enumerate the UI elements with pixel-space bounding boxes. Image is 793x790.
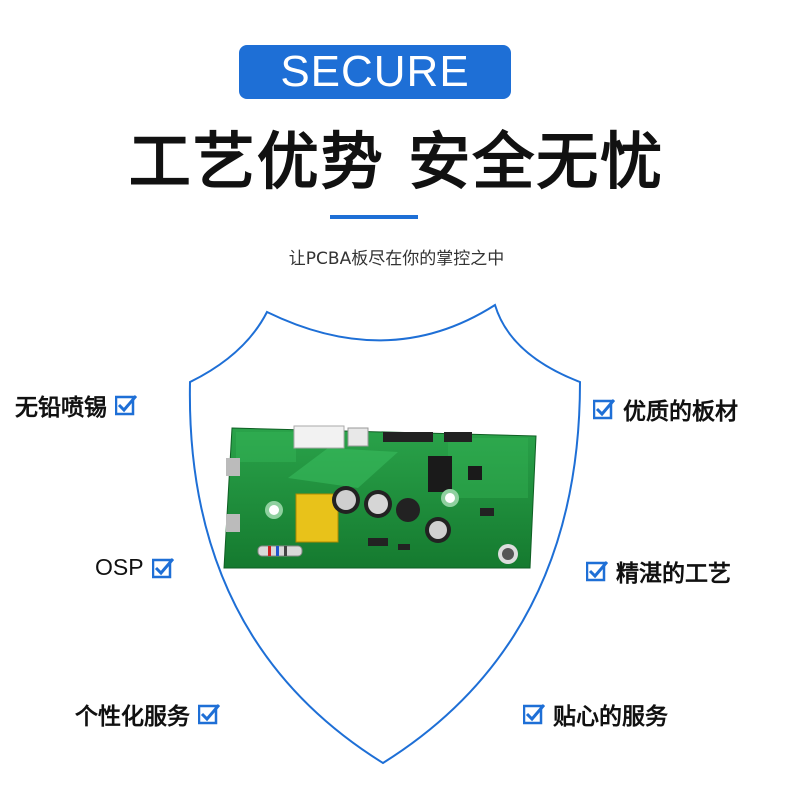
feature-label: 优质的板材 [623, 399, 738, 425]
feature-label: 贴心的服务 [553, 704, 668, 730]
feature-custom-service: 个性化服务 [75, 697, 220, 731]
feature-osp: OSP [95, 554, 174, 581]
page-title: 工艺优势 安全无忧 [128, 125, 665, 198]
checkbox-check-icon [523, 704, 545, 725]
feature-considerate-service: 贴心的服务 [523, 697, 668, 731]
page-subtitle: 让PCBA板尽在你的掌控之中 [288, 249, 505, 269]
title-underline [330, 215, 418, 219]
checkbox-check-icon [151, 557, 174, 578]
feature-fine-craft: 精湛的工艺 [586, 554, 731, 588]
feature-label: 精湛的工艺 [616, 561, 731, 587]
feature-quality-material: 优质的板材 [593, 392, 738, 426]
secure-badge: SECURE [239, 45, 511, 99]
feature-lead-free-hasl: 无铅喷锡 [15, 388, 137, 422]
checkbox-check-icon [198, 704, 220, 725]
badge-text: SECURE [280, 47, 470, 96]
checkbox-check-icon [115, 395, 137, 416]
feature-label: OSP [95, 554, 144, 580]
checkbox-check-icon [593, 399, 615, 420]
pcba-board-image [223, 425, 537, 569]
checkbox-check-icon [586, 561, 608, 582]
feature-label: 个性化服务 [75, 704, 190, 730]
feature-label: 无铅喷锡 [15, 395, 107, 421]
